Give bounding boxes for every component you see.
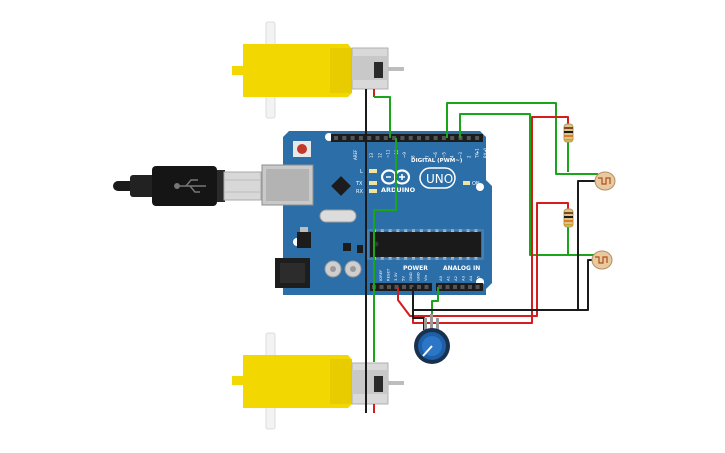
power-pin-label: GND <box>416 272 421 281</box>
header-socket[interactable] <box>475 285 480 289</box>
potentiometer[interactable] <box>414 314 450 364</box>
header-socket[interactable] <box>408 136 413 140</box>
uno-logo: UNO <box>419 167 456 189</box>
header-socket[interactable] <box>445 285 450 289</box>
header-socket[interactable] <box>433 136 438 140</box>
power-pin-label: GND <box>408 272 413 281</box>
digital-pin-label: ~11 <box>386 149 391 158</box>
digital-header-label: DIGITAL (PWM~) <box>411 158 463 164</box>
svg-text:ON: ON <box>472 181 480 187</box>
header-socket[interactable] <box>358 136 363 140</box>
header-socket[interactable] <box>441 136 446 140</box>
header-socket[interactable] <box>379 285 384 289</box>
wire-red-r1 <box>412 116 569 324</box>
digital-pin-label: 13 <box>369 152 374 158</box>
reset-button[interactable] <box>293 141 311 157</box>
header-socket[interactable] <box>367 136 372 140</box>
header-socket[interactable] <box>334 136 338 140</box>
digital-pin-label: ~3 <box>458 152 463 158</box>
svg-text:TX: TX <box>355 181 363 187</box>
svg-text:RX: RX <box>356 189 363 195</box>
digital-pin-label: 7 <box>425 155 430 158</box>
wire-green-motor-bottom <box>373 138 397 362</box>
digital-pin-label: ~5 <box>441 152 446 158</box>
dc-motor-bottom[interactable] <box>232 332 404 430</box>
resistor-2[interactable] <box>563 208 574 228</box>
header-socket[interactable] <box>392 136 397 140</box>
header-socket[interactable] <box>400 136 405 140</box>
digital-pin-label: ~9 <box>402 152 407 158</box>
power-pin-label: 5V <box>401 276 406 281</box>
resistor-1[interactable] <box>563 123 574 143</box>
header-socket[interactable] <box>468 285 472 289</box>
header-socket[interactable] <box>394 285 399 289</box>
header-socket[interactable] <box>466 136 471 140</box>
header-socket[interactable] <box>383 136 388 140</box>
analog-pin-label: A1 <box>446 275 451 281</box>
digital-pin-label: ~6 <box>433 152 438 158</box>
power-pin-label: RESET <box>386 268 391 281</box>
analog-pin-label: A3 <box>461 275 466 281</box>
voltage-regulator <box>297 232 311 248</box>
led-rx: RX <box>356 189 377 195</box>
digital-pin-label: 12 <box>377 152 382 158</box>
svg-text:ARDUINO: ARDUINO <box>381 186 416 194</box>
arduino-uno-board[interactable]: L TX RX ON ARDUINO UNO DIGITAL (PWM~ <box>261 131 492 295</box>
led-l: L <box>360 169 377 175</box>
digital-pin-label: TX▸1 <box>475 148 480 159</box>
header-socket[interactable] <box>387 285 391 289</box>
header-socket[interactable] <box>475 136 480 140</box>
digital-pin-label: RX◂0 <box>483 147 488 158</box>
power-header-label: POWER <box>403 265 428 272</box>
header-socket[interactable] <box>375 136 380 140</box>
power-pin-label: Vin <box>423 274 428 281</box>
header-socket[interactable] <box>450 136 455 140</box>
digital-pin-label: 2 <box>466 155 471 158</box>
header-socket[interactable] <box>350 136 355 140</box>
power-jack <box>275 258 310 288</box>
power-pin-label: IOREF <box>378 270 383 281</box>
usb-cable <box>113 166 262 206</box>
dc-motor-top[interactable] <box>232 21 404 119</box>
svg-text:L: L <box>360 169 363 175</box>
header-socket[interactable] <box>409 285 414 289</box>
photoresistor-2[interactable] <box>591 250 613 270</box>
svg-text:UNO: UNO <box>426 172 453 186</box>
analog-pin-label: A2 <box>453 275 458 281</box>
analog-header-label: ANALOG IN <box>443 265 480 272</box>
header-socket[interactable] <box>424 285 429 289</box>
header-socket[interactable] <box>417 285 421 289</box>
wires <box>365 96 610 413</box>
led-tx: TX <box>355 181 377 187</box>
header-socket[interactable] <box>425 136 430 140</box>
power-pin-label: 3.3V <box>393 272 398 281</box>
mount-hole <box>476 183 484 191</box>
digital-pin-label: 4 <box>450 155 455 158</box>
usb-chip <box>331 176 351 196</box>
wire-green-d5 <box>446 102 598 175</box>
header-socket[interactable] <box>453 285 457 289</box>
header-socket[interactable] <box>438 285 442 289</box>
wire-green-motor-top <box>374 96 391 138</box>
led-on: ON <box>463 181 480 187</box>
header-socket[interactable] <box>460 285 465 289</box>
analog-pin-label: A4 <box>468 275 473 281</box>
header-socket[interactable] <box>342 136 347 140</box>
wire-red-r2 <box>436 202 569 317</box>
usb-icon <box>174 179 206 193</box>
wire-green-d3 <box>459 113 598 256</box>
aref-pin-label: AREF <box>353 149 358 160</box>
analog-pin-label: A5 <box>476 275 481 281</box>
digital-pin-label: 8 <box>411 155 416 158</box>
header-socket[interactable] <box>402 285 406 289</box>
wire-red-5v <box>397 287 436 317</box>
photoresistor-1[interactable] <box>594 171 616 191</box>
crystal-oscillator <box>319 209 357 223</box>
analog-pin-label: A0 <box>438 275 443 281</box>
header-socket[interactable] <box>417 136 421 140</box>
atmega-chip <box>370 229 481 260</box>
